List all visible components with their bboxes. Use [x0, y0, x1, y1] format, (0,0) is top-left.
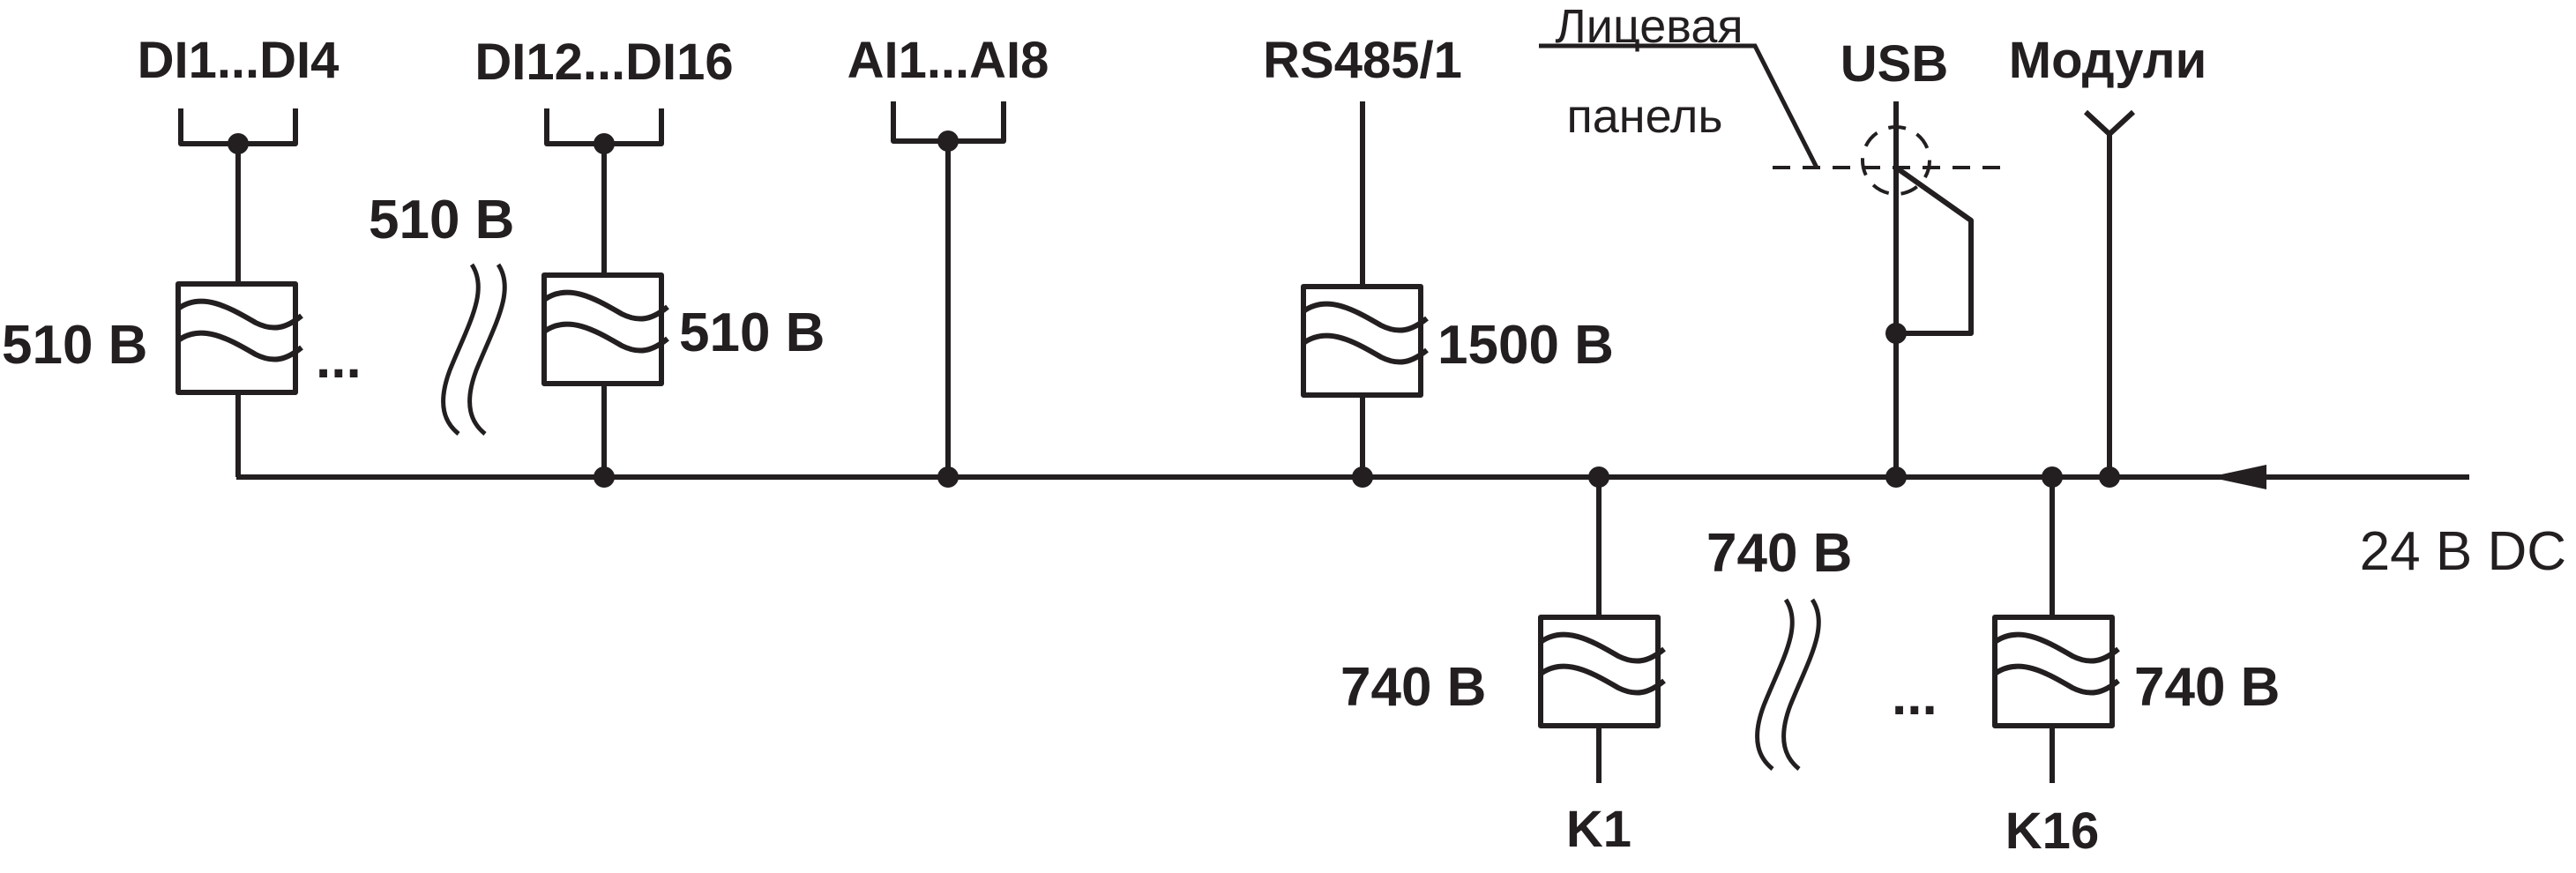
label-di1-4: DI1...DI4 — [138, 32, 340, 89]
junction-dot — [1885, 466, 1907, 488]
k-group-separator — [1755, 598, 1821, 771]
ellipsis-top: ... — [316, 329, 362, 390]
voltage-di1-4: 510 В — [2, 315, 147, 376]
junction-dot — [937, 131, 959, 152]
voltage-di12-16: 510 В — [679, 302, 825, 363]
voltage-k-between: 740 В — [1706, 523, 1852, 584]
label-front-panel-1: Лицевая — [1555, 0, 1743, 53]
label-usb: USB — [1841, 35, 1948, 93]
label-ai1-8: AI1...AI8 — [847, 32, 1049, 89]
label-k1: K1 — [1566, 801, 1631, 858]
junction-dot — [1352, 466, 1373, 488]
label-k16: K16 — [2005, 802, 2099, 860]
junction-dot — [1588, 466, 1609, 488]
voltage-rs485: 1500 В — [1437, 315, 1614, 376]
di-group-separator — [441, 263, 507, 436]
label-modules: Модули — [2009, 32, 2207, 89]
junction-dot — [228, 133, 249, 154]
front-panel-leader — [1539, 43, 1819, 169]
ellipsis-bottom: ... — [1892, 666, 1938, 727]
voltage-k1: 740 В — [1340, 657, 1486, 718]
label-rs485: RS485/1 — [1263, 32, 1462, 89]
rs485-branch — [1301, 101, 1429, 488]
voltage-di-between: 510 В — [369, 190, 514, 250]
junction-dot — [937, 466, 959, 488]
junction-dot — [2042, 466, 2063, 488]
k16-branch — [1992, 466, 2120, 783]
supply-arrow-icon — [2209, 465, 2266, 489]
junction-dot — [2099, 466, 2120, 488]
ai1-8-branch — [891, 101, 1006, 488]
label-supply: 24 В DC — [2360, 521, 2566, 582]
di1-4-branch — [175, 108, 303, 477]
modules-branch — [2083, 109, 2136, 488]
junction-dot — [594, 466, 615, 488]
k1-branch — [1538, 466, 1666, 783]
label-di12-16: DI12...DI16 — [474, 34, 733, 91]
junction-dot — [594, 133, 615, 154]
front-panel-usb — [1539, 43, 2006, 488]
junction-dot — [1885, 323, 1907, 344]
voltage-k16: 740 В — [2134, 657, 2280, 718]
di12-16-branch — [541, 108, 669, 488]
label-front-panel-2: панель — [1567, 90, 1723, 143]
